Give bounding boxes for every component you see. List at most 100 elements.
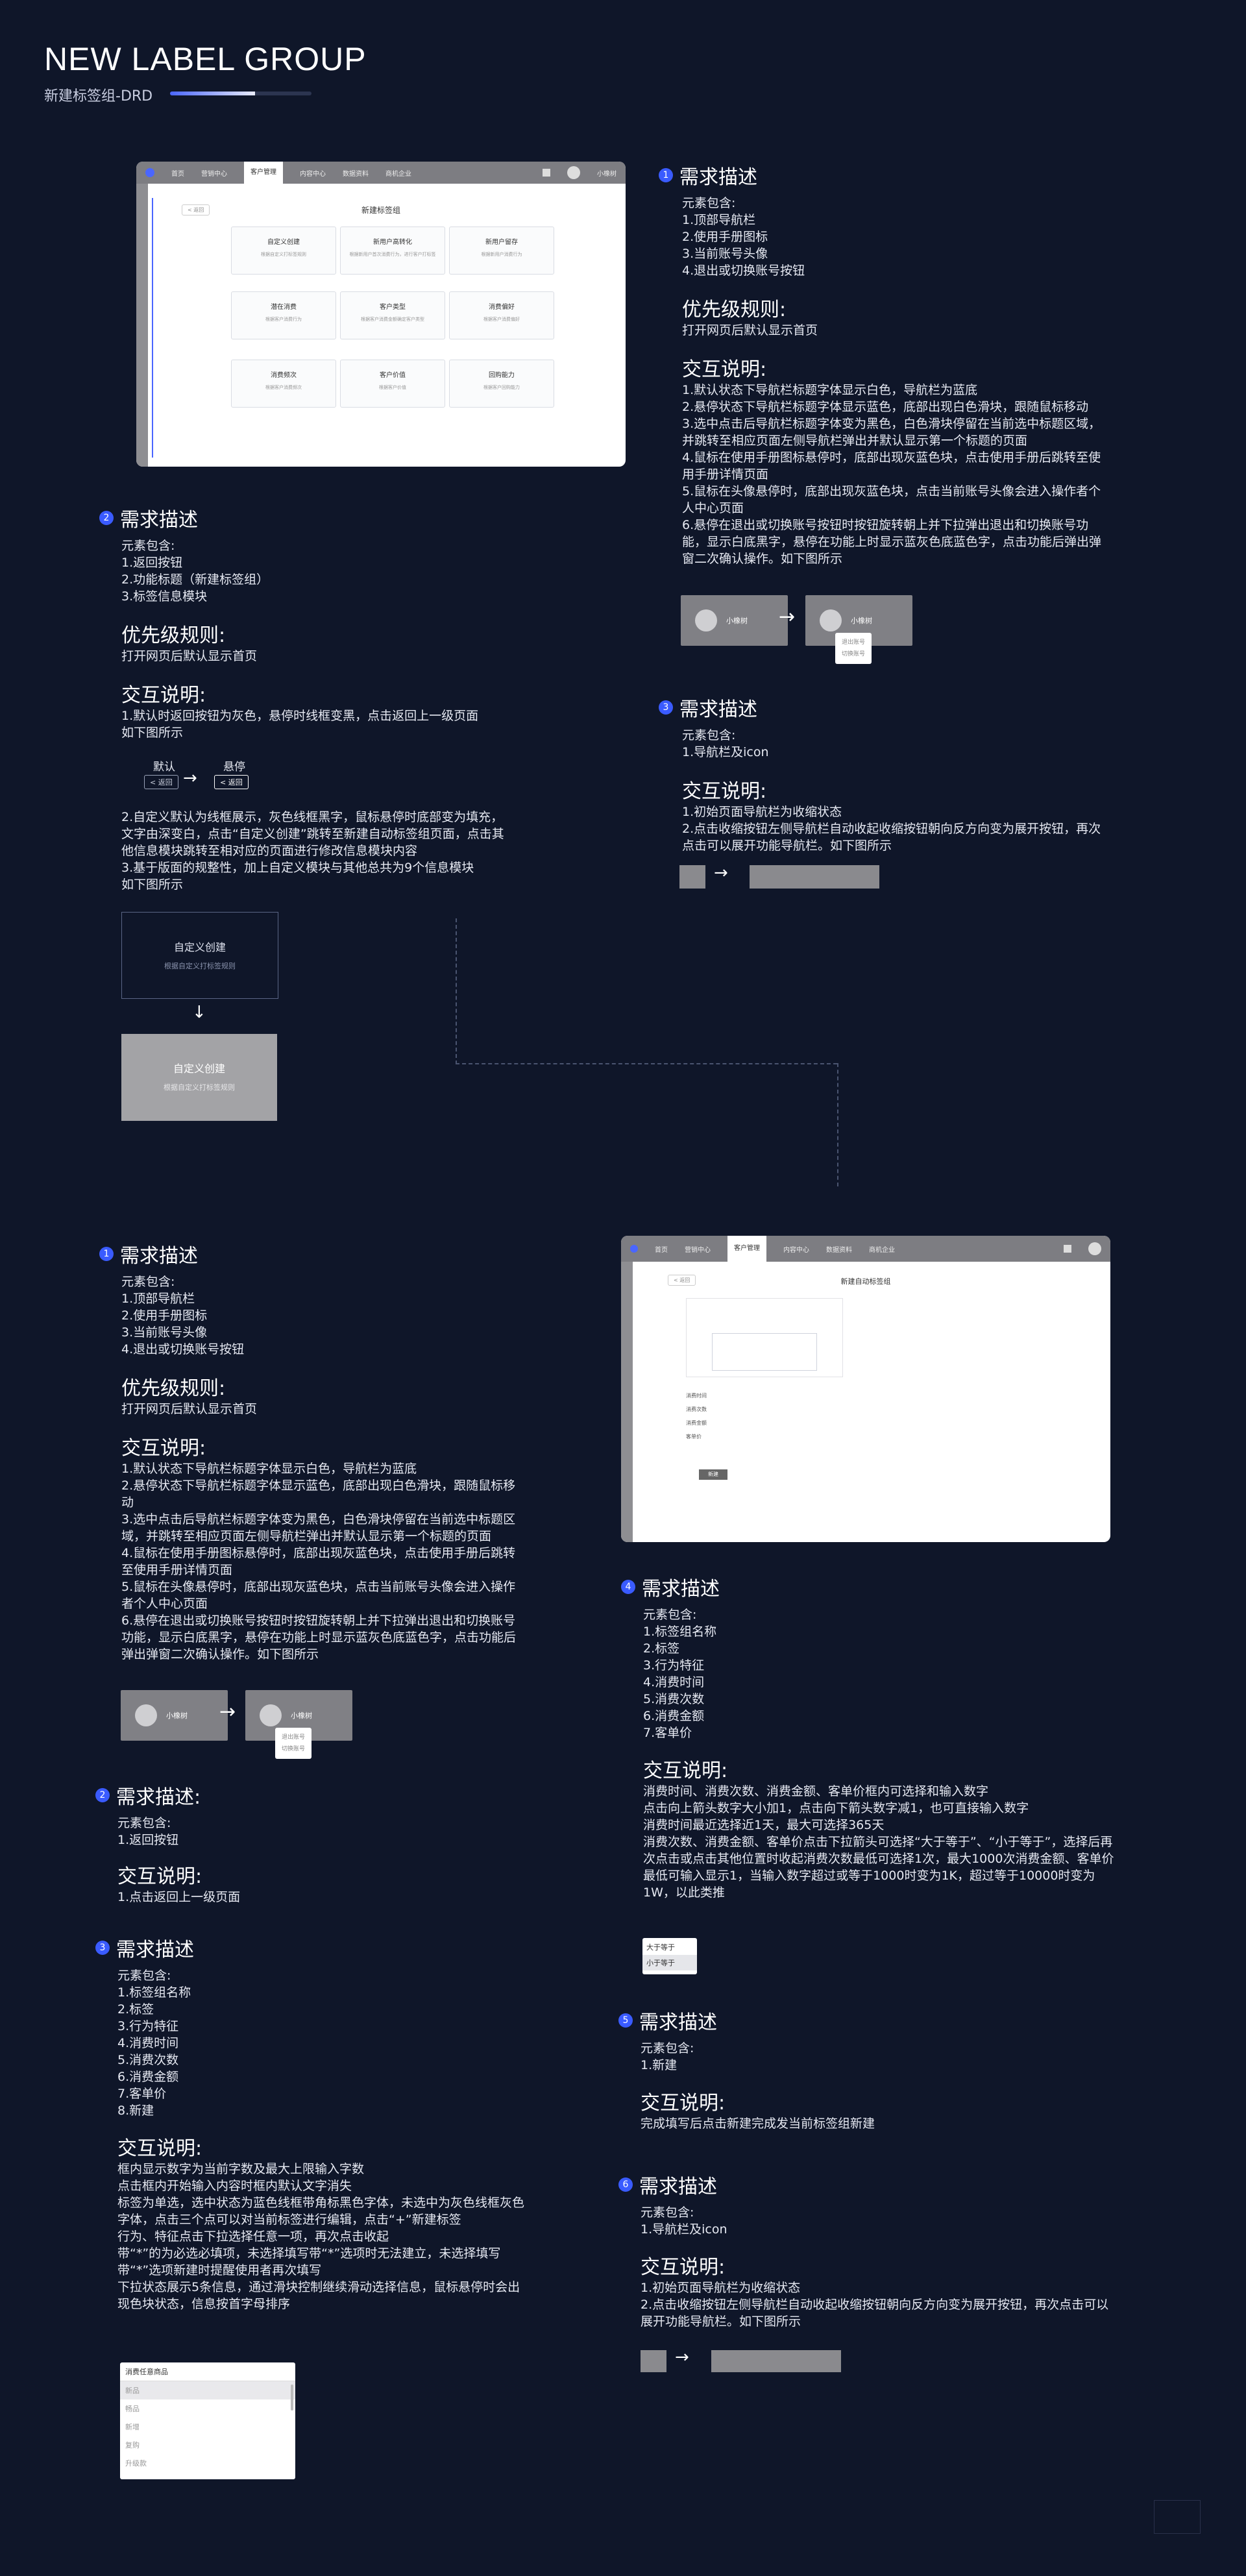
dropdown-item[interactable]: 复购	[125, 2441, 140, 2449]
card[interactable]: 新用户高转化根据新用户首次消费行为，进行客户打标签	[340, 227, 445, 275]
dropdown-item[interactable]: 新品	[120, 2381, 295, 2399]
behavior-rows: 消费时间 消费次数 消费金额 客单价	[686, 1389, 822, 1443]
step-number: 2	[99, 511, 114, 525]
account-default[interactable]: 小橡树	[121, 1690, 228, 1741]
side-nav[interactable]	[621, 1262, 633, 1542]
menu-logout[interactable]: 退出账号	[282, 1734, 306, 1741]
step-number: 4	[621, 1580, 635, 1594]
nav-expanded[interactable]	[750, 865, 879, 889]
step-number: 1	[99, 1247, 114, 1261]
page-subtitle: 新建标签组-DRD	[44, 88, 153, 104]
page-title: NEW LABEL GROUP	[44, 41, 367, 77]
side-nav[interactable]	[136, 184, 148, 467]
row-label: 消费次数	[686, 1406, 707, 1412]
account-default[interactable]: 小橡树	[681, 595, 788, 646]
menu-logout[interactable]: 退出账号	[842, 639, 866, 646]
option-gte[interactable]: 大于等于	[646, 1943, 675, 1952]
card[interactable]: 客户价值根据客户价值	[340, 360, 445, 408]
card[interactable]: 新用户留存根据新用户消费行为	[449, 227, 554, 275]
nav-item[interactable]: 首页	[171, 170, 184, 178]
manual-icon[interactable]	[543, 169, 550, 177]
arrow-right-icon: →	[779, 606, 796, 628]
ui-mock-auto-label-group: 首页 营销中心 客户管理 内容中心 数据资料 商机企业 新建自动标签组 < 返回…	[621, 1236, 1110, 1542]
default-label: 默认	[153, 761, 175, 774]
nav-item-active[interactable]: 客户管理	[727, 1236, 766, 1262]
interaction-title: 交互说明:	[641, 2092, 726, 2115]
back-button-hover[interactable]: < 返回	[214, 775, 249, 789]
interaction-title: 交互说明:	[682, 780, 767, 803]
section-title: 需求描述	[679, 698, 757, 721]
create-button[interactable]: 新建	[699, 1469, 727, 1480]
card[interactable]: 潜在消费根据客户消费行为	[231, 291, 336, 339]
nav-item[interactable]: 首页	[655, 1246, 668, 1254]
section-title: 需求描述	[679, 166, 757, 189]
nav-expanded[interactable]	[711, 2350, 841, 2372]
avatar	[260, 1704, 282, 1726]
top-nav: 首页 营销中心 客户管理 内容中心 数据资料 商机企业 小橡树	[136, 162, 626, 184]
elements-list: 元素包含: 1.顶部导航栏 2.使用手册图标 3.当前账号头像 4.退出或切换账…	[121, 1275, 245, 1356]
step-number: 6	[618, 2177, 633, 2192]
arrow-right-icon: →	[714, 863, 728, 883]
elements-list: 元素包含: 1.导航栏及icon	[641, 2205, 727, 2237]
row-label: 消费金额	[686, 1420, 707, 1426]
nav-item[interactable]: 营销中心	[685, 1246, 711, 1254]
elements-list: 元素包含: 1.导航栏及icon	[682, 728, 769, 759]
custom-card-default[interactable]: 自定义创建 根据自定义打标签规则	[121, 912, 278, 999]
avatar[interactable]	[1088, 1242, 1101, 1255]
avatar	[820, 609, 842, 632]
user-name: 小橡树	[726, 617, 748, 625]
back-button-default[interactable]: < 返回	[144, 775, 178, 789]
nav-item[interactable]: 商机企业	[869, 1246, 895, 1254]
menu-switch[interactable]: 切换账号	[842, 651, 866, 657]
dropdown-item[interactable]: 升级款	[125, 2459, 147, 2468]
priority-text: 打开网页后默认显示首页	[682, 323, 818, 337]
section-title: 需求描述	[642, 1578, 720, 1601]
section-title: 需求描述:	[116, 1786, 201, 1809]
hover-label: 悬停	[223, 761, 245, 774]
nav-collapsed[interactable]	[679, 865, 705, 889]
back-button[interactable]: < 返回	[668, 1275, 696, 1286]
connector-line	[456, 1063, 837, 1064]
manual-icon[interactable]	[1064, 1245, 1071, 1253]
menu-switch[interactable]: 切换账号	[282, 1746, 306, 1752]
nav-item-active[interactable]: 客户管理	[244, 162, 283, 184]
nav-collapsed[interactable]	[641, 2350, 666, 2372]
card[interactable]: 客户类型根据客户消费金额确定客户类型	[340, 291, 445, 339]
avatar[interactable]	[567, 166, 580, 179]
mock-page-title: 新建自动标签组	[840, 1277, 891, 1286]
logo-icon	[630, 1245, 638, 1253]
interaction-text: 1.默认状态下导航栏标题字体显示白色，导航栏为蓝底 2.悬停状态下导航栏标题字体…	[121, 1462, 517, 1662]
label-editor[interactable]	[712, 1333, 817, 1371]
scrollbar[interactable]	[291, 2385, 293, 2410]
nav-item[interactable]: 数据资料	[826, 1246, 852, 1254]
arrow-right-icon: →	[183, 768, 197, 788]
card[interactable]: 消费偏好根据客户消费偏好	[449, 291, 554, 339]
interaction-text: 1.默认时返回按钮为灰色，悬停时线框变黑，点击返回上一级页面 如下图所示	[121, 709, 479, 740]
dropdown-title: 消费任意商品	[120, 2362, 295, 2381]
dropdown-item[interactable]: 新增	[125, 2423, 140, 2431]
custom-card-hover[interactable]: 自定义创建 根据自定义打标签规则	[121, 1034, 277, 1121]
nav-item[interactable]: 营销中心	[201, 170, 227, 178]
dropdown-item[interactable]: 畅品	[125, 2405, 140, 2413]
priority-title: 优先级规则:	[682, 299, 787, 321]
nav-item[interactable]: 商机企业	[385, 170, 411, 178]
option-lte[interactable]: 小于等于	[642, 1955, 697, 1970]
ui-mock-label-group: 首页 营销中心 客户管理 内容中心 数据资料 商机企业 小橡树 < 返回 新建标…	[136, 162, 626, 467]
compare-dropdown[interactable]: 大于等于 小于等于	[642, 1938, 697, 1974]
card-custom[interactable]: 自定义创建根据自定义打标签规则	[231, 227, 336, 275]
card[interactable]: 回购能力根据客户回购能力	[449, 360, 554, 408]
nav-item[interactable]: 内容中心	[783, 1246, 809, 1254]
interaction-text: 1.默认状态下导航栏标题字体显示白色，导航栏为蓝底 2.悬停状态下导航栏标题字体…	[682, 383, 1102, 566]
nav-item[interactable]: 内容中心	[300, 170, 326, 178]
interaction-text-2: 2.自定义默认为线框展示，灰色线框黑字，鼠标悬停时底部变为填充，文字由深变白，点…	[121, 810, 504, 892]
elements-list: 元素包含: 1.返回按钮	[117, 1816, 179, 1847]
card[interactable]: 消费频次根据客户消费频次	[231, 360, 336, 408]
dropdown-list[interactable]: 消费任意商品 新品 畅品 新增 复购 升级款	[120, 2362, 295, 2479]
back-button[interactable]: < 返回	[182, 204, 210, 215]
nav-item[interactable]: 数据资料	[343, 170, 369, 178]
elements-list: 元素包含: 1.返回按钮 2.功能标题（新建标签组） 3.标签信息模块	[121, 539, 269, 604]
